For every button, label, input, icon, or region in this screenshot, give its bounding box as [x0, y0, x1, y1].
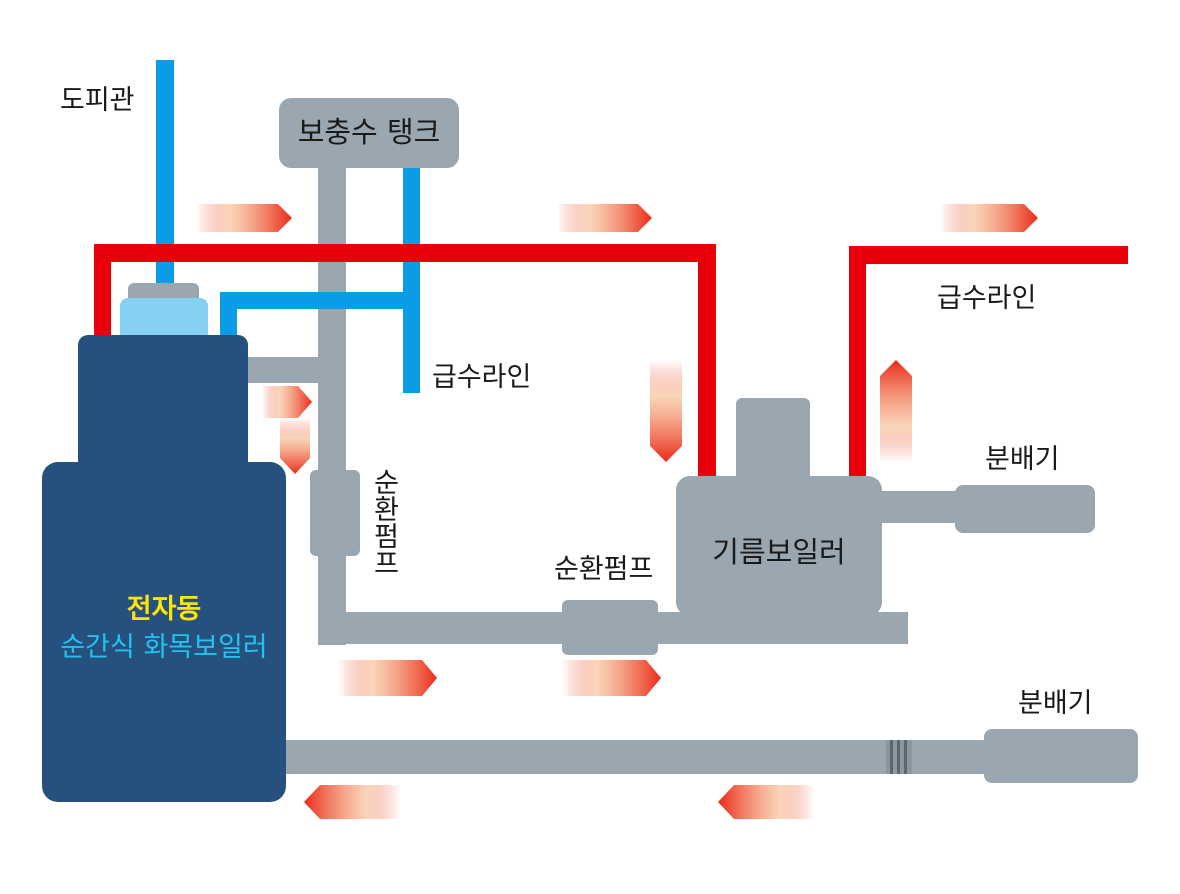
hot-main-horizontal [94, 244, 716, 262]
makeup-drop-pipe [318, 160, 346, 645]
circ-pump-vertical [310, 470, 360, 556]
makeup-tank [279, 98, 459, 168]
flow-arrow-left [718, 785, 814, 819]
hot-left-riser [94, 244, 111, 342]
oil-boiler-label: 기름보일러 [712, 535, 846, 569]
flow-arrow-right [557, 204, 652, 232]
oil-boiler-chimney [736, 398, 810, 488]
tank-supply-pipe [403, 168, 420, 393]
boiler-return-stub [240, 357, 330, 383]
cold-feed-drop [220, 292, 237, 340]
distributor-lower [984, 729, 1138, 783]
flow-arrow-right [262, 386, 312, 418]
flow-arrow-right [562, 660, 661, 696]
hot-supply-riser [849, 246, 866, 478]
oil-boiler-body [676, 476, 882, 616]
wood-boiler [42, 283, 286, 802]
circ-pump-horizontal-label: 순환펌프 [554, 554, 654, 585]
vent-pipe [156, 60, 174, 295]
flow-arrow-up [880, 360, 912, 462]
hot-supply-horizontal [849, 246, 1128, 264]
upper-distributor-pipe [875, 491, 970, 523]
supply-line-center-label: 급수라인 [432, 362, 532, 393]
distributor-lower-label: 분배기 [1018, 688, 1093, 719]
flow-arrow-right [338, 660, 437, 696]
hot-right-drop [698, 244, 716, 478]
main-boiler-brand: 전자동 [126, 594, 202, 625]
circ-pump-horizontal [562, 600, 658, 655]
supply-line-right-label: 급수라인 [937, 283, 1037, 314]
cold-feed-horizontal [220, 292, 420, 309]
flow-arrow-left [304, 785, 400, 819]
flow-arrow-down [280, 418, 310, 474]
distributor-upper-label: 분배기 [985, 444, 1060, 475]
flow-arrows [196, 204, 1038, 819]
flow-arrow-right [196, 204, 292, 232]
pipe-coupling [886, 740, 912, 774]
makeup-tank-label: 보충수 탱크 [297, 115, 441, 149]
flow-arrow-down [650, 360, 682, 462]
vent-pipe-label: 도피관 [60, 85, 135, 116]
main-boiler-name: 순간식 화목보일러 [60, 632, 268, 663]
circ-pump-vertical-label: 순환펌프 [368, 468, 399, 576]
distributor-upper [955, 485, 1095, 533]
flow-arrow-right [940, 204, 1038, 232]
